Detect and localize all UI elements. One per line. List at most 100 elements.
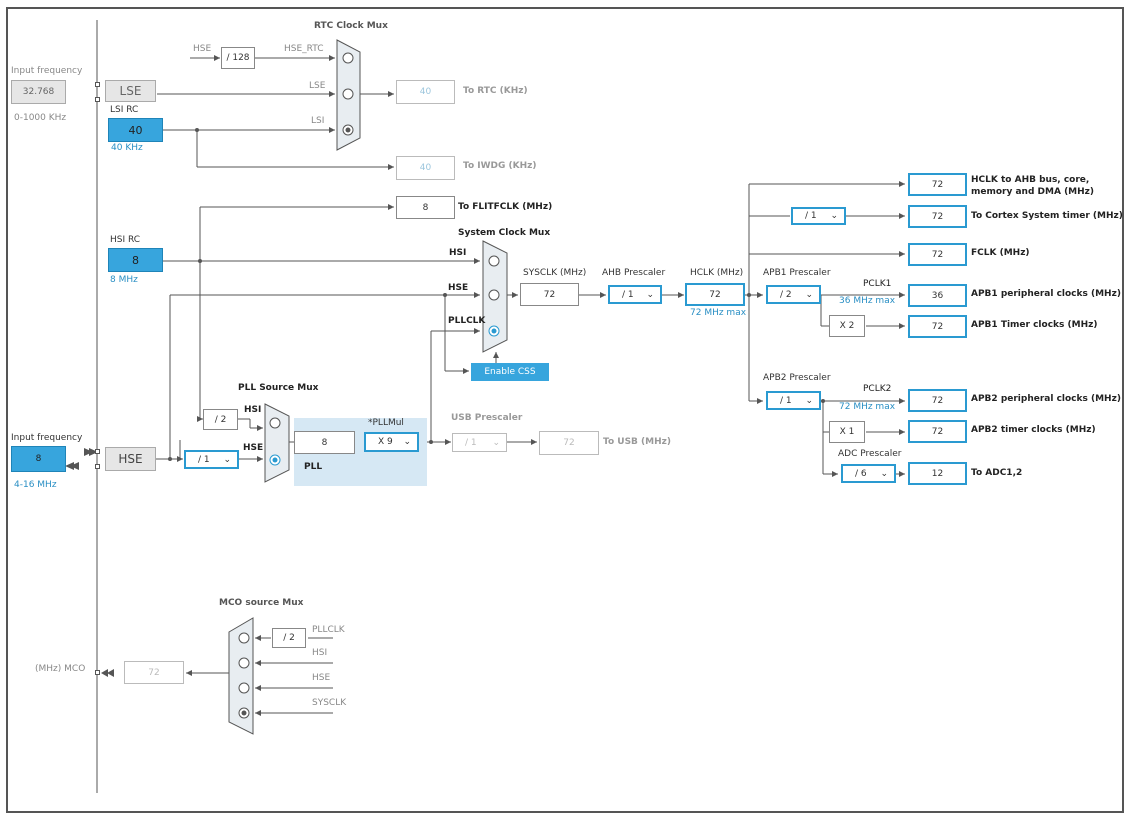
iwdg-output-field: 40 xyxy=(396,156,455,180)
pll-source-mux-title: PLL Source Mux xyxy=(238,383,319,393)
lse-range-label: 0-1000 KHz xyxy=(14,113,67,123)
hsi-frequency-label: 8 MHz xyxy=(110,275,138,285)
hsi-rc-block[interactable]: 8 xyxy=(108,248,163,272)
lse-pin-bottom xyxy=(95,97,100,102)
flitfclk-output-label: To FLITFCLK (MHz) xyxy=(458,202,553,212)
pclk1-max-label: 36 MHz max xyxy=(839,296,896,306)
mco-hse-label: HSE xyxy=(312,673,331,683)
fclk-field: 72 xyxy=(908,243,967,266)
lse-input-frequency-field[interactable]: 32.768 xyxy=(11,80,66,104)
apb2-prescaler-select[interactable]: / 1 ⌄ xyxy=(766,391,821,410)
sysmux-hse-label: HSE xyxy=(448,283,469,293)
diagram-frame xyxy=(6,7,1124,813)
flitfclk-output-field: 8 xyxy=(396,196,455,219)
mco-pin xyxy=(95,670,100,675)
apb2-timer-multiplier: X 1 xyxy=(829,421,865,443)
hse-pin-top xyxy=(95,449,100,454)
apb1-peripheral-field: 36 xyxy=(908,284,967,307)
mco-source-mux xyxy=(228,617,254,735)
hclk-ahb-field: 72 xyxy=(908,173,967,196)
hse-input-frequency-label: Input frequency xyxy=(11,433,83,443)
sysmux-hsi-label: HSI xyxy=(449,248,467,258)
pll-hsi-div2: / 2 xyxy=(203,409,238,430)
lse-block[interactable]: LSE xyxy=(105,80,156,102)
hclk-ahb-label-line2: memory and DMA (MHz) xyxy=(971,187,1095,197)
pllmul-label: *PLLMul xyxy=(368,418,404,428)
adc-prescaler-select[interactable]: / 6 ⌄ xyxy=(841,464,896,483)
ahb-prescaler-select[interactable]: / 1 ⌄ xyxy=(608,285,662,304)
pllmul-select[interactable]: X 9 ⌄ xyxy=(364,432,419,452)
apb1-peripheral-label: APB1 peripheral clocks (MHz) xyxy=(971,289,1121,299)
hse-prediv-value: / 1 xyxy=(198,454,210,465)
rtc-hse-label: HSE xyxy=(193,44,212,54)
apb2-timer-field: 72 xyxy=(908,420,967,443)
chevron-down-icon: ⌄ xyxy=(805,289,813,300)
mco-label: (MHz) MCO xyxy=(35,664,86,674)
adc-prescaler-value: / 6 xyxy=(855,468,867,479)
pll-source-mux xyxy=(264,403,290,483)
mco-source-mux-title: MCO source Mux xyxy=(219,598,304,608)
system-clock-mux-title: System Clock Mux xyxy=(458,228,551,238)
apb1-timer-multiplier: X 2 xyxy=(829,315,865,337)
mco-pllclk-label: PLLCLK xyxy=(312,625,345,635)
apb1-prescaler-label: APB1 Prescaler xyxy=(763,268,831,278)
lsi-rc-title: LSI RC xyxy=(110,105,139,115)
chevron-down-icon: ⌄ xyxy=(646,289,654,300)
apb1-prescaler-select[interactable]: / 2 ⌄ xyxy=(766,285,821,304)
mco-pllclk-div2: / 2 xyxy=(272,628,306,648)
cortex-prescaler-value: / 1 xyxy=(805,211,817,221)
usb-prescaler-value: / 1 xyxy=(465,437,477,448)
apb2-peripheral-field: 72 xyxy=(908,389,967,412)
ahb-prescaler-label: AHB Prescaler xyxy=(602,268,666,278)
cortex-timer-label: To Cortex System timer (MHz) xyxy=(971,211,1123,221)
chevron-down-icon: ⌄ xyxy=(492,437,500,448)
chevron-down-icon: ⌄ xyxy=(830,211,838,221)
apb1-timer-label: APB1 Timer clocks (MHz) xyxy=(971,320,1098,330)
hse-block[interactable]: HSE xyxy=(105,447,156,471)
lse-pin-top xyxy=(95,82,100,87)
fclk-label: FCLK (MHz) xyxy=(971,248,1030,258)
hsi-rc-title: HSI RC xyxy=(110,235,141,245)
pclk2-max-label: 72 MHz max xyxy=(839,402,896,412)
adc-output-label: To ADC1,2 xyxy=(971,468,1023,478)
hclk-field[interactable]: 72 xyxy=(685,283,745,306)
apb2-peripheral-label: APB2 peripheral clocks (MHz) xyxy=(971,394,1121,404)
mco-hsi-label: HSI xyxy=(312,648,328,658)
hse-input-frequency-field[interactable]: 8 xyxy=(11,446,66,472)
pclk2-label: PCLK2 xyxy=(863,384,892,394)
rtc-output-label: To RTC (KHz) xyxy=(463,86,528,96)
cortex-timer-field: 72 xyxy=(908,205,967,228)
lsi-frequency-label: 40 KHz xyxy=(111,143,143,153)
pllmul-value: X 9 xyxy=(378,437,393,447)
rtc-hse-div128: / 128 xyxy=(221,47,255,69)
apb2-prescaler-value: / 1 xyxy=(780,395,792,406)
pll-src-hse-label: HSE xyxy=(243,443,264,453)
iwdg-output-label: To IWDG (KHz) xyxy=(463,161,537,171)
sysclk-field[interactable]: 72 xyxy=(520,283,579,306)
apb2-timer-label: APB2 timer clocks (MHz) xyxy=(971,425,1096,435)
lse-input-frequency-label: Input frequency xyxy=(11,66,83,76)
enable-css-button[interactable]: Enable CSS xyxy=(471,363,549,381)
lsi-rc-block[interactable]: 40 xyxy=(108,118,163,142)
chevron-down-icon: ⌄ xyxy=(880,468,888,479)
apb1-prescaler-value: / 2 xyxy=(780,289,792,300)
usb-prescaler-label: USB Prescaler xyxy=(451,413,523,423)
rtc-clock-mux-title: RTC Clock Mux xyxy=(314,21,388,31)
pll-label: PLL xyxy=(304,462,323,472)
hclk-label: HCLK (MHz) xyxy=(690,268,744,278)
pll-src-hsi-label: HSI xyxy=(244,405,262,415)
rtc-lse-label: LSE xyxy=(309,81,326,91)
pclk1-label: PCLK1 xyxy=(863,279,892,289)
usb-output-label: To USB (MHz) xyxy=(603,437,671,447)
cortex-prescaler-select[interactable]: / 1 ⌄ xyxy=(791,207,846,225)
hse-prediv-select[interactable]: / 1 ⌄ xyxy=(184,450,239,469)
chevron-down-icon: ⌄ xyxy=(403,437,411,447)
hse-range-label: 4-16 MHz xyxy=(14,480,57,490)
mco-sysclk-label: SYSCLK xyxy=(312,698,347,708)
chevron-down-icon: ⌄ xyxy=(223,454,231,465)
adc-output-field: 12 xyxy=(908,462,967,485)
usb-prescaler-select[interactable]: / 1 ⌄ xyxy=(452,433,507,452)
rtc-lsi-label: LSI xyxy=(311,116,325,126)
